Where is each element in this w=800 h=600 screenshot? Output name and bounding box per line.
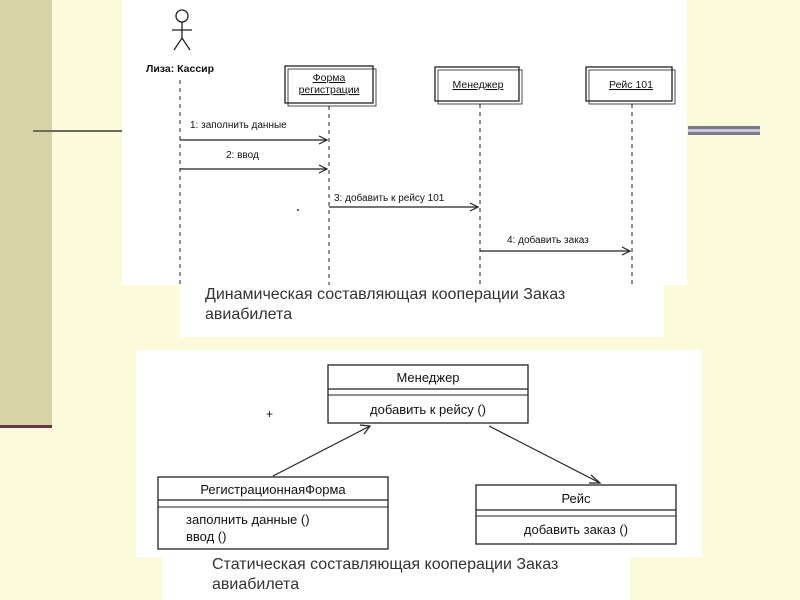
actor-label: Лиза: Кассир xyxy=(146,63,214,75)
object-label-manager: Менеджер xyxy=(453,79,504,91)
message-label-3: 3: добавить к рейсу 101 xyxy=(334,192,445,204)
stray-dot xyxy=(297,209,299,211)
right-horizontal-rule xyxy=(688,126,760,135)
message-label-1: 1: заполнить данные xyxy=(190,120,287,131)
message-label-2: 2: ввод xyxy=(226,150,259,161)
class-diagram: Менеджер добавить к рейсу () Регистрацио… xyxy=(157,364,677,550)
sequence-caption: Динамическая составляющая кооперации Зак… xyxy=(205,286,566,323)
class-op-flight-1: добавить заказ () xyxy=(524,522,628,537)
actor-icon xyxy=(172,9,192,51)
association-form-manager xyxy=(272,425,371,477)
class-caption: Статическая составляющая кооперации Зака… xyxy=(212,556,559,593)
object-label-flight: Рейс 101 xyxy=(609,79,653,91)
class-name-flight: Рейс xyxy=(561,491,591,506)
association-arrowhead-flight xyxy=(589,474,602,484)
object-box-flight xyxy=(585,66,673,102)
class-box-form xyxy=(157,476,389,550)
class-name-manager: Менеджер xyxy=(396,370,459,385)
association-manager-flight xyxy=(488,425,601,484)
class-diagram-panel: Менеджер добавить к рейсу () Регистрацио… xyxy=(136,350,702,557)
message-arrowhead-3 xyxy=(469,202,480,212)
message-arrowhead-1 xyxy=(318,135,329,145)
bottom-caption-panel xyxy=(162,557,630,600)
class-box-manager xyxy=(327,364,529,424)
class-op-form-1: заполнить данные () xyxy=(186,512,310,527)
left-decor-band xyxy=(0,0,52,428)
object-box-form xyxy=(284,65,374,104)
class-name-form: РегистрационнаяФорма xyxy=(200,482,346,497)
top-caption-panel xyxy=(180,285,664,337)
stray-mark: + xyxy=(266,407,273,421)
object-box-form-shadow xyxy=(287,68,377,107)
object-box-manager xyxy=(434,66,520,102)
association-arrowhead-manager xyxy=(359,424,372,435)
message-arrowhead-4 xyxy=(621,246,632,256)
left-decor-line xyxy=(0,425,52,428)
class-op-manager-1: добавить к рейсу () xyxy=(370,402,486,417)
message-label-4: 4: добавить заказ xyxy=(507,234,589,246)
message-arrowhead-2 xyxy=(318,164,329,174)
class-box-flight xyxy=(475,484,677,545)
left-horizontal-rule xyxy=(33,130,128,132)
class-op-form-2: ввод () xyxy=(186,529,226,544)
